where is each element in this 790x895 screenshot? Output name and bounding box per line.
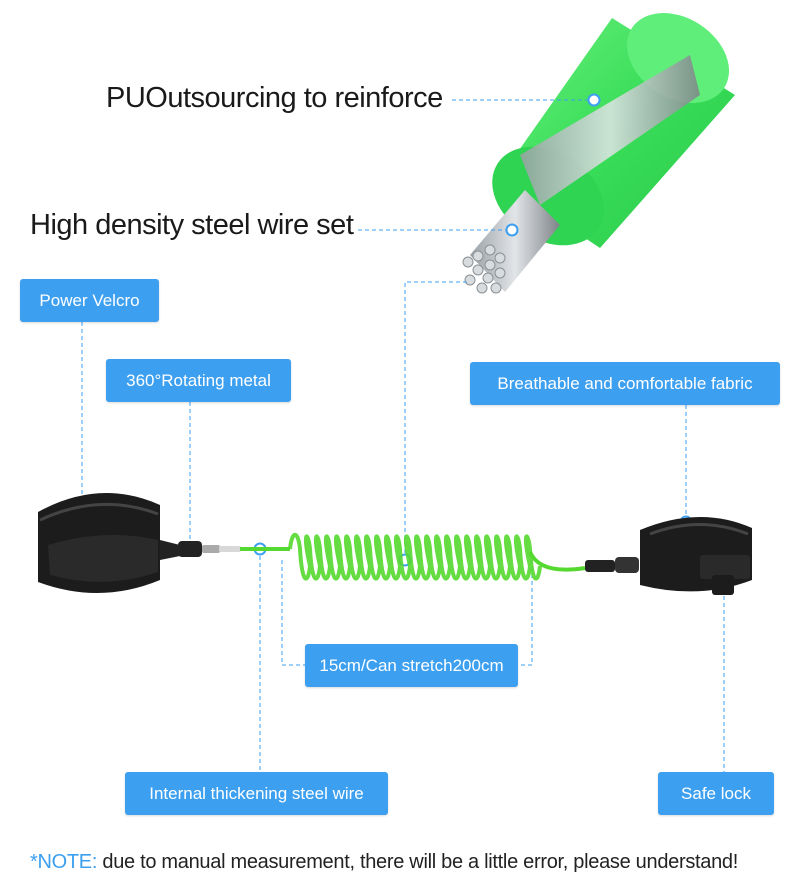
rotating-metal-swivel xyxy=(178,541,241,557)
note-prefix: *NOTE: xyxy=(30,851,98,873)
safe-lock-buckle xyxy=(700,555,750,579)
right-wrist-strap xyxy=(585,516,752,595)
stretch-length-tag: 15cm/Can stretch200cm xyxy=(305,644,518,687)
note-text: due to manual measurement, there will be… xyxy=(97,851,739,873)
internal-wire-tag: Internal thickening steel wire xyxy=(125,772,388,815)
breathable-fabric-tag: Breathable and comfortable fabric xyxy=(470,362,780,405)
safe-lock-tag: Safe lock xyxy=(658,772,774,815)
steel-wire-inside xyxy=(520,55,700,205)
measurement-note: *NOTE: due to manual measurement, there … xyxy=(30,851,738,874)
coiled-cable xyxy=(240,532,586,581)
wire-strand-ends xyxy=(462,244,506,294)
power-velcro-tag: Power Velcro xyxy=(20,279,159,322)
rotating-metal-tag: 360°Rotating metal xyxy=(106,359,291,402)
pu-outsourcing-label: PUOutsourcing to reinforce xyxy=(106,82,443,114)
left-wrist-strap xyxy=(38,493,180,594)
cable-cross-section xyxy=(462,13,735,294)
callout-lines xyxy=(81,99,725,772)
steel-wire-set-label: High density steel wire set xyxy=(30,209,354,241)
